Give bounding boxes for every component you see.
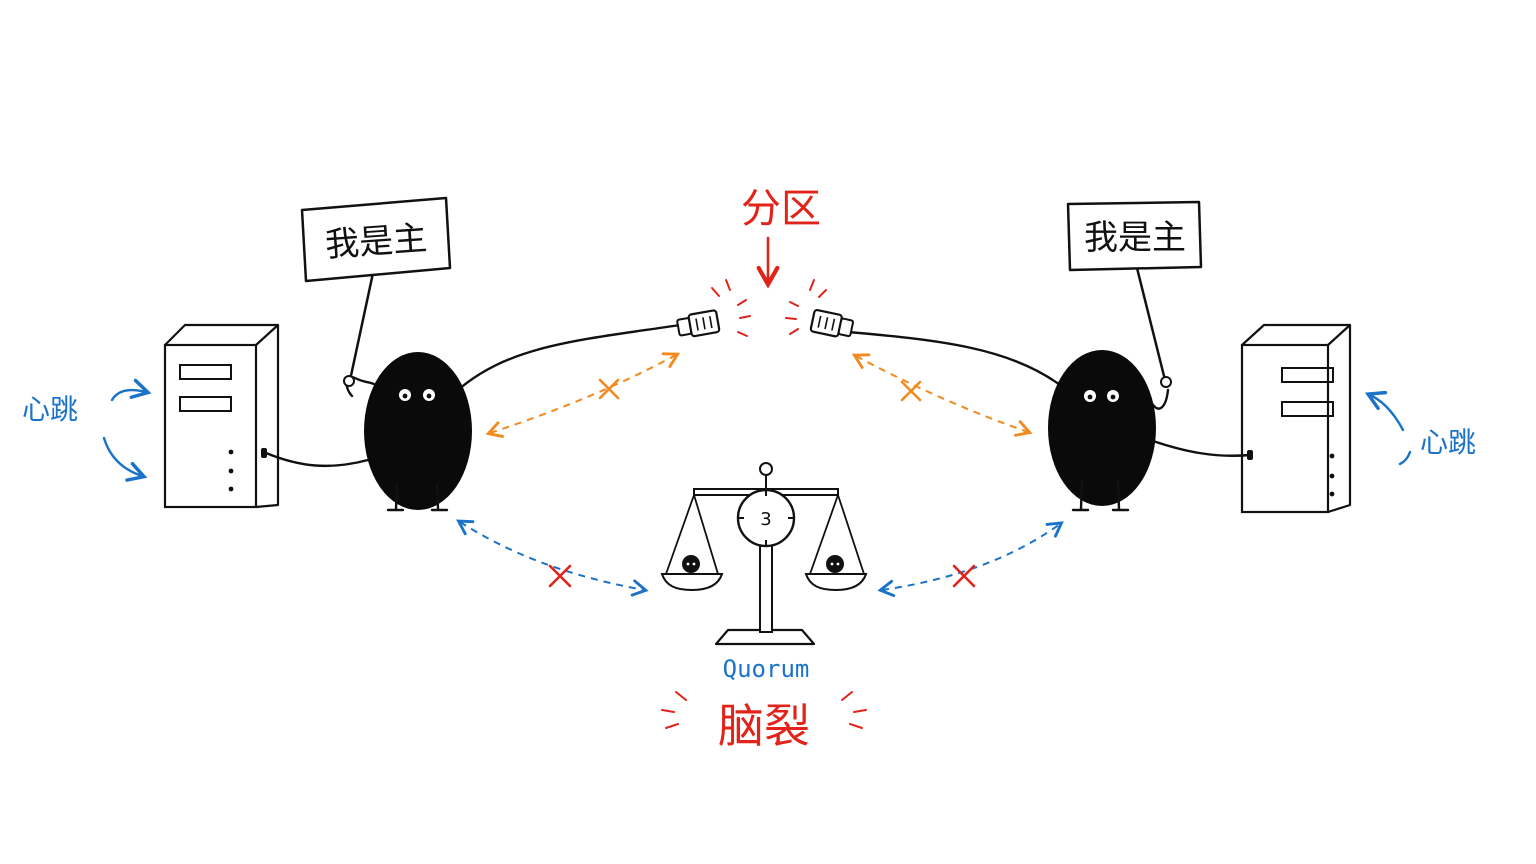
right-sign: 我是主 bbox=[1066, 200, 1203, 382]
quorum-dial-number: 3 bbox=[760, 509, 771, 530]
quorum-label: Quorum bbox=[723, 655, 810, 683]
right-server-icon bbox=[1240, 323, 1352, 514]
left-sign-label: 我是主 bbox=[324, 218, 429, 265]
right-orange-link bbox=[851, 353, 1033, 437]
partition-label: 分区 bbox=[741, 186, 821, 232]
left-orange-link bbox=[485, 352, 681, 438]
right-server-cable bbox=[1148, 438, 1252, 457]
right-blue-x-mark-icon bbox=[952, 564, 976, 588]
left-server-icon bbox=[163, 323, 280, 509]
left-sign: 我是主 bbox=[300, 196, 452, 387]
left-server-cable bbox=[264, 451, 370, 468]
right-node-character bbox=[1048, 350, 1172, 512]
split-brain-sparks bbox=[661, 691, 867, 729]
left-node-character bbox=[343, 352, 472, 512]
right-cable bbox=[846, 330, 1062, 387]
right-orange-x-mark-icon bbox=[900, 380, 922, 402]
break-sparks bbox=[711, 279, 827, 337]
quorum-scale-icon: 3 bbox=[660, 462, 868, 646]
right-plug-icon bbox=[809, 308, 855, 338]
left-cable bbox=[456, 323, 682, 392]
right-heartbeat-icon bbox=[1364, 390, 1412, 466]
left-heartbeat-icon bbox=[102, 378, 152, 482]
left-orange-x-mark-icon bbox=[598, 378, 620, 400]
left-heartbeat-label: 心跳 bbox=[22, 393, 78, 426]
right-heartbeat-label: 心跳 bbox=[1420, 426, 1476, 459]
left-blue-link bbox=[456, 519, 649, 597]
split-brain-label: 脑裂 bbox=[718, 699, 810, 753]
right-blue-link bbox=[877, 521, 1064, 597]
right-sign-label: 我是主 bbox=[1084, 218, 1186, 258]
left-blue-x-mark-icon bbox=[548, 564, 572, 588]
left-plug-icon bbox=[676, 309, 721, 338]
